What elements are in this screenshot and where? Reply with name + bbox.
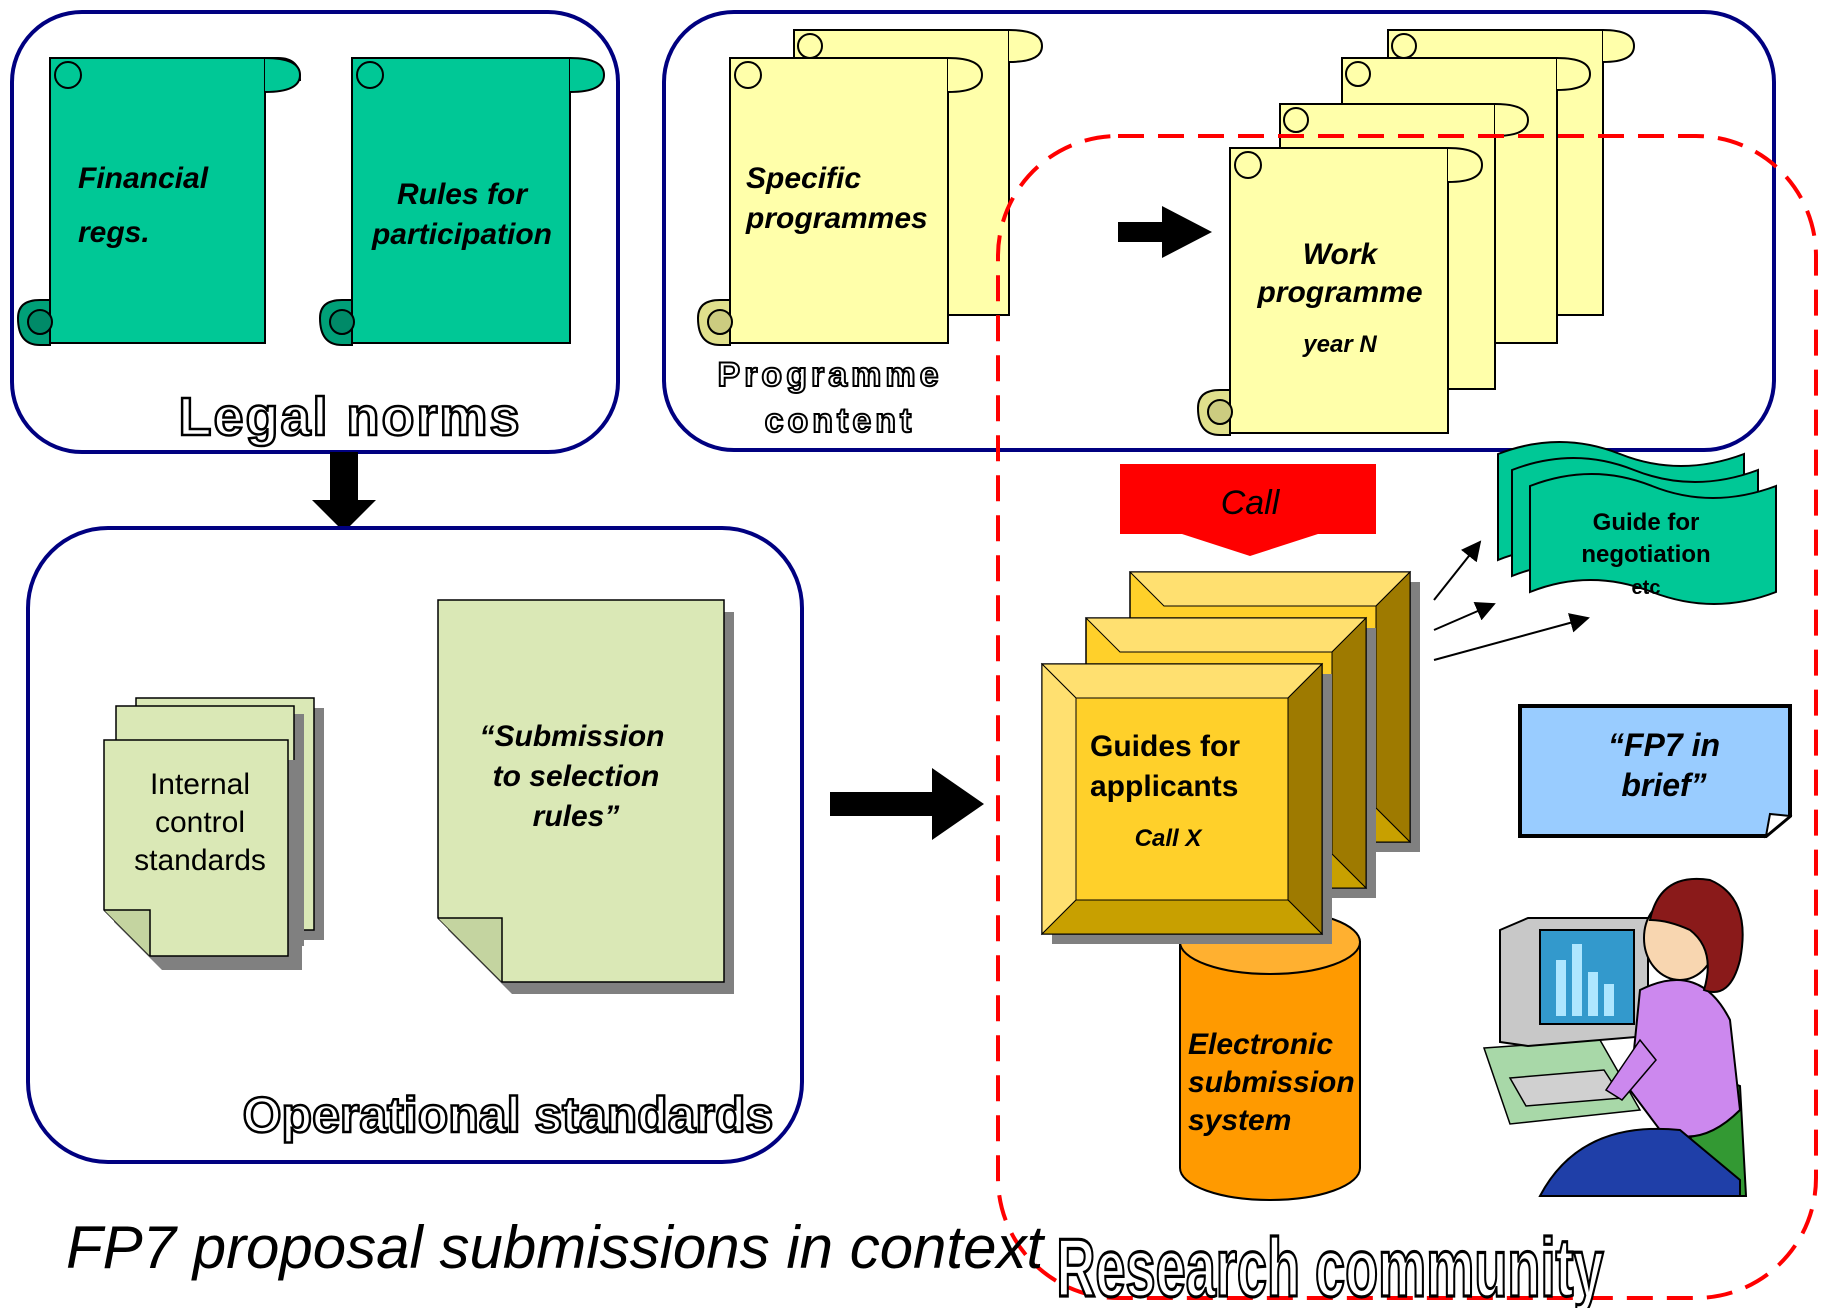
thin-arrow-1 [1433,540,1482,601]
page-title: FP7 proposal submissions in context [66,1214,1045,1281]
arrow-to-work-programme [1118,206,1212,258]
work-programme-stack: Work programme year N [1196,29,1636,436]
guide-negotiation-line-2: negotiation [1581,541,1710,568]
specific-programmes-line-1: Specific [746,162,861,195]
guides-applicants-line-1: Guides for [1090,730,1240,763]
research-community-group: Call Guide for negotiation etc Electroni… [996,134,1818,1308]
guide-negotiation-line-3: etc [1632,577,1661,599]
programme-content-label-2: content [765,402,916,440]
guide-negotiation-stack: Guide for negotiation etc [1497,441,1777,605]
selection-rules-doc [437,599,725,983]
person-at-computer-illustration [1482,877,1748,1197]
fp7-in-brief-line-1: “FP7 in [1608,727,1720,763]
selection-rules-doc-group: “Submission to selection rules” [437,599,734,994]
specific-programmes-line-2: programmes [745,202,928,235]
rules-participation-line-1: Rules for [397,178,529,211]
internal-control-line-1: Internal [150,768,250,801]
research-community-boundary [996,134,1818,1300]
specific-programmes-scroll: Specific programmes [696,57,984,346]
work-programme-line-2: programme [1256,276,1422,309]
guide-negotiation-doc [1529,473,1777,605]
work-programme-scroll-front: Work programme year N [1196,147,1484,436]
internal-control-doc [103,739,289,957]
fp7-in-brief-card: “FP7 in brief” [1518,704,1793,839]
legal-norms-group: Financial regs. Rules for participation … [10,10,620,454]
financial-regs-line-1: Financial [78,162,209,195]
operational-standards-group: Internal control standards “Submission t… [26,526,804,1164]
operational-standards-label: Operational standards [243,1087,774,1143]
financial-regs-line-2: regs. [78,216,150,249]
programme-content-group: Specific programmes Programme content [662,10,1776,452]
selection-rules-line-1: “Submission [479,720,664,753]
guide-box-front: Guides for applicants Call X [1040,662,1332,944]
programme-content-label-1: Programme [718,356,943,394]
work-programme-line-1: Work [1303,238,1379,271]
guide-negotiation-line-1: Guide for [1593,509,1700,536]
selection-rules-line-3: rules” [533,800,620,833]
arrow-legal-to-operational [312,452,376,532]
call-label: Call [1221,484,1281,522]
electronic-submission-line-3: system [1188,1104,1291,1137]
internal-control-line-3: standards [134,844,266,877]
selection-rules-line-2: to selection [493,760,660,793]
electronic-submission-cylinder: Electronic submission system [1179,909,1361,1201]
legal-norms-label: Legal norms [178,387,521,447]
rules-participation-scroll: Rules for participation [318,57,606,346]
electronic-submission-line-1: Electronic [1188,1028,1333,1061]
thin-arrow-3 [1433,613,1590,661]
thin-arrow-2 [1433,601,1496,631]
work-programme-line-3: year N [1302,331,1377,358]
financial-regs-scroll: Financial regs. [16,57,302,346]
guides-applicants-line-3: Call X [1135,825,1204,852]
electronic-submission-line-2: submission [1188,1066,1355,1099]
internal-control-line-2: control [155,806,245,839]
guides-applicants-stack: Guides for applicants Call X [1040,570,1420,944]
arrow-operational-to-research [830,768,984,840]
research-community-label: Research community [1056,1222,1603,1308]
fp7-in-brief-line-2: brief” [1621,767,1706,803]
call-arrow: Call [1120,464,1376,556]
rules-participation-line-2: participation [371,218,552,251]
internal-control-stack: Internal control standards [103,697,324,970]
guides-applicants-line-2: applicants [1090,770,1238,803]
